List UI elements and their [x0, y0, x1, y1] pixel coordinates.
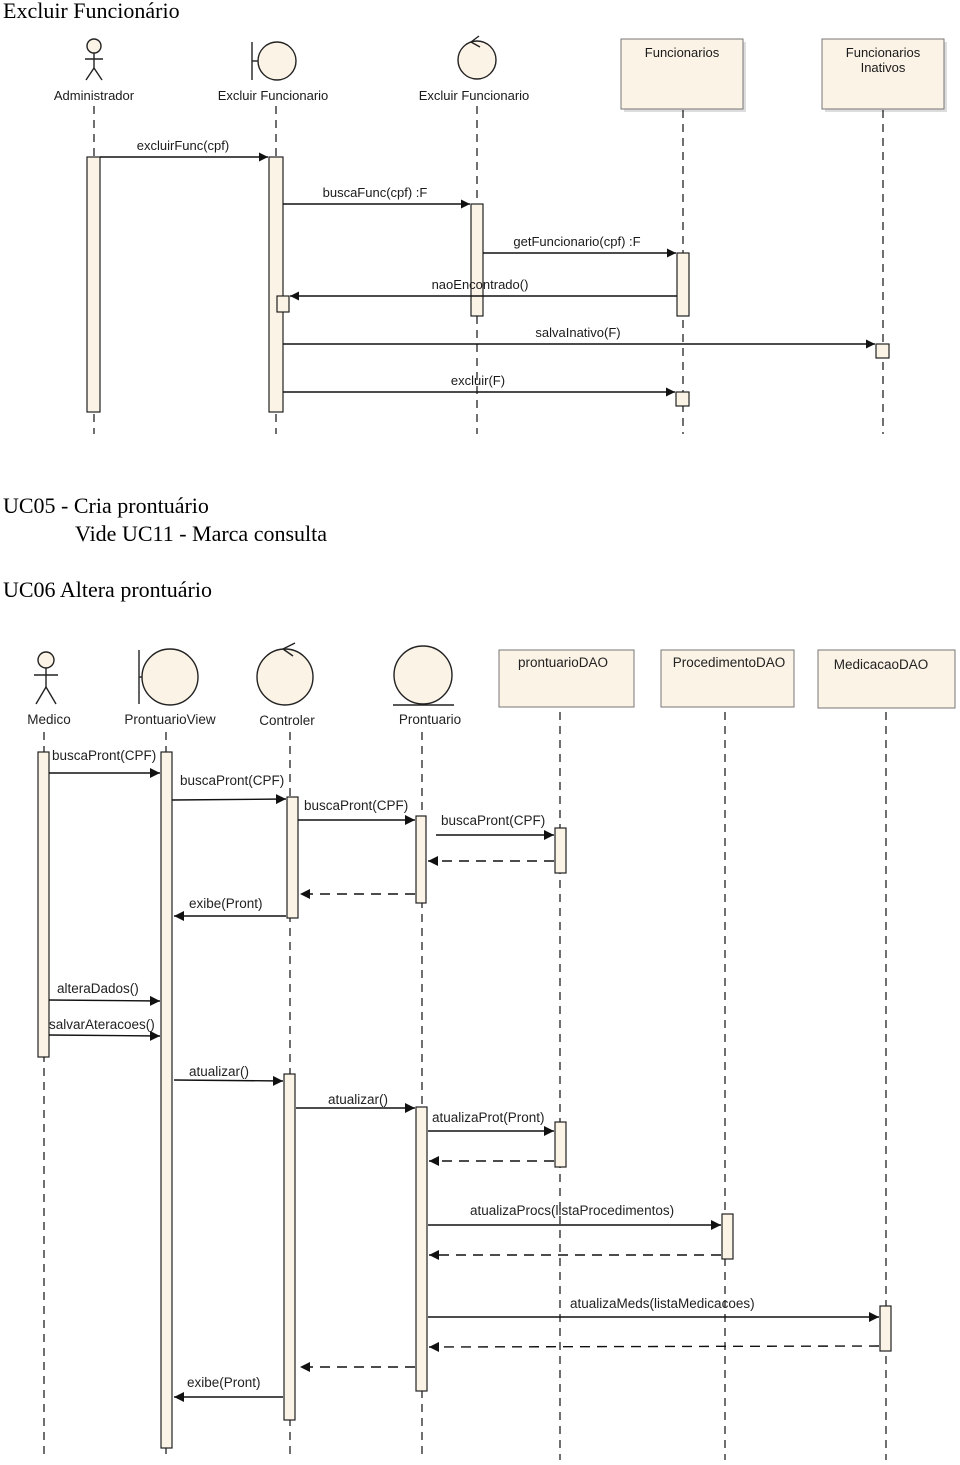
message-exibe-2: exibe(Pront): [187, 1375, 261, 1390]
participant-label-controler: Controler: [259, 713, 315, 728]
entity-icon: [393, 645, 454, 706]
participant-label-procedimentodao: ProcedimentoDAO: [673, 655, 786, 670]
message-buscapront-4: buscaPront(CPF): [441, 813, 545, 828]
lifeline-box-funcionarios: [620, 38, 744, 110]
message-atualizar-2: atualizar(): [328, 1092, 388, 1107]
message-atualizaprot: atualizaProt(Pront): [432, 1110, 545, 1125]
participant-label-boundary: Excluir Funcionario: [218, 88, 329, 103]
actor-icon: [34, 651, 58, 705]
participant-label-prontuarioview: ProntuarioView: [124, 712, 216, 727]
message-buscapront-1: buscaPront(CPF): [52, 748, 156, 763]
message-atualizameds: atualizaMeds(listaMedicacoes): [570, 1296, 755, 1311]
participant-label-inativos-1: Funcionarios: [846, 45, 921, 60]
control-icon: [457, 35, 497, 80]
section-title-uc05: UC05 - Cria prontuário: [3, 493, 209, 518]
participant-label-prontuariodao: prontuarioDAO: [518, 655, 608, 670]
message-atualizar-1: atualizar(): [189, 1064, 249, 1079]
sequence-diagram-excluir-funcionario: Administrador Excluir Funcionario Exclui…: [54, 35, 947, 434]
message-salvainativo: salvaInativo(F): [535, 325, 620, 340]
lifeline-box-procedimentodao: [660, 649, 795, 708]
message-buscafunc: buscaFunc(cpf) :F: [323, 185, 428, 200]
message-salvarateracoes: salvarAteracoes(): [49, 1017, 155, 1032]
participant-label-funcionarios: Funcionarios: [645, 45, 720, 60]
message-getfuncionario: getFuncionario(cpf) :F: [513, 234, 640, 249]
message-buscapront-3: buscaPront(CPF): [304, 798, 408, 813]
participant-label-prontuario: Prontuario: [399, 712, 461, 727]
section-note-uc05: Vide UC11 - Marca consulta: [75, 521, 328, 546]
lifeline-box-medicacaodao: [817, 649, 956, 709]
boundary-icon: [138, 648, 199, 706]
message-excluir: excluir(F): [451, 373, 505, 388]
lifeline-box-prontuariodao: [498, 649, 635, 708]
section-title-uc06: UC06 Altera prontuário: [3, 577, 212, 602]
lifeline-box-funcionarios-inativos: [821, 38, 945, 110]
message-atualizaprocs: atualizaProcs(listaProcedimentos): [470, 1203, 674, 1218]
actor-icon: [85, 38, 103, 81]
participant-label-medico: Medico: [27, 712, 71, 727]
participant-label-administrador: Administrador: [54, 88, 135, 103]
control-icon: [256, 642, 314, 706]
message-excluirfunc: excluirFunc(cpf): [137, 138, 229, 153]
section-title-excluir: Excluir Funcionário: [3, 0, 180, 23]
participant-label-medicacaodao: MedicacaoDAO: [834, 657, 929, 672]
boundary-icon: [251, 41, 297, 81]
message-alteradados: alteraDados(): [57, 981, 139, 996]
participant-label-control: Excluir Funcionario: [419, 88, 530, 103]
sequence-diagram-altera-prontuario: Medico ProntuarioView Controler Prontuar…: [27, 642, 956, 1460]
participant-label-inativos-2: Inativos: [861, 60, 906, 75]
message-naoencontrado: naoEncontrado(): [432, 277, 529, 292]
message-exibe-1: exibe(Pront): [189, 896, 263, 911]
message-buscapront-2: buscaPront(CPF): [180, 773, 284, 788]
